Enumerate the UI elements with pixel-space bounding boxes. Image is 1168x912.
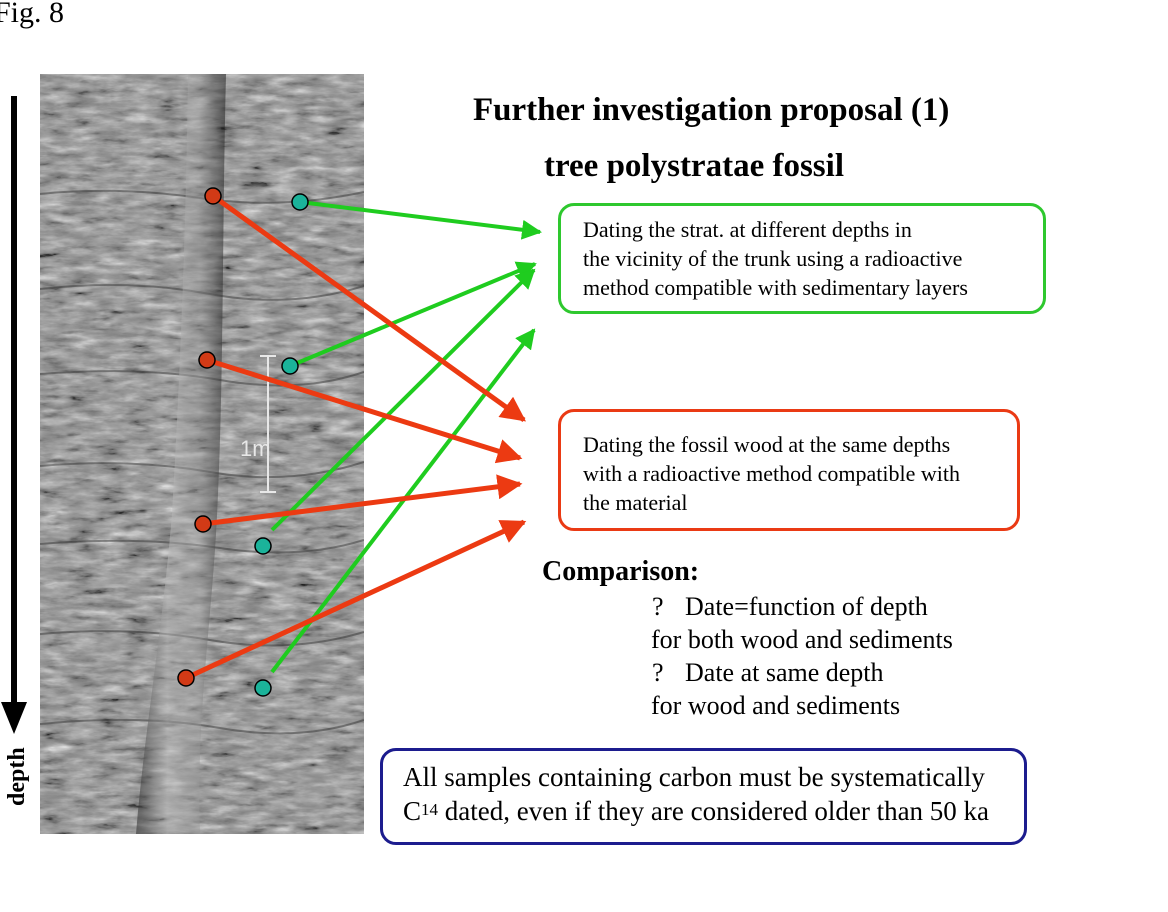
comparison-heading: Comparison: (542, 556, 700, 587)
figure-label: Fig. 8 (0, 0, 65, 29)
isotope-superscript: 14 (421, 800, 439, 819)
comparison-item: for both wood and sediments (651, 625, 953, 655)
strata-dating-line: the vicinity of the trunk using a radioa… (583, 246, 963, 271)
comparison-text: Date=function of depth (685, 592, 928, 621)
question-bullet: ? (652, 592, 664, 621)
carbon-note-line-2: C14 dated, even if they are considered o… (403, 794, 1024, 828)
wood-dating-line: Dating the fossil wood at the same depth… (583, 432, 951, 457)
comparison-text: for both wood and sediments (651, 625, 953, 654)
scale-bar-label: 1m (240, 436, 271, 461)
depth-arrow-icon (1, 96, 27, 734)
question-bullet: ? (652, 658, 664, 687)
comparison-item: ? Date=function of depth (652, 592, 928, 622)
depth-axis-label: depth (4, 747, 30, 806)
strata-dating-line: method compatible with sedimentary layer… (583, 275, 968, 300)
wood-dating-line: the material (583, 490, 688, 515)
strata-dating-line: Dating the strat. at different depths in (583, 217, 912, 242)
comparison-item: for wood and sediments (651, 691, 900, 721)
wood-dating-line: with a radioactive method compatible wit… (583, 461, 960, 486)
comparison-item: ? Date at same depth (652, 658, 884, 688)
comparison-text: Date at same depth (685, 658, 884, 687)
carbon-dating-note-box: All samples containing carbon must be sy… (380, 748, 1027, 845)
page-title: Further investigation proposal (1) (473, 92, 950, 128)
wood-dating-box: Dating the fossil wood at the same depth… (558, 409, 1020, 531)
page-subtitle: tree polystratae fossil (544, 148, 844, 184)
strata-dating-box: Dating the strat. at different depths in… (558, 203, 1046, 314)
fossil-tree-photo: 1m (40, 74, 364, 834)
carbon-note-text: dated, even if they are considered older… (438, 796, 990, 826)
carbon-symbol: C (403, 796, 422, 826)
carbon-note-line-1: All samples containing carbon must be sy… (403, 762, 985, 792)
comparison-text: for wood and sediments (651, 691, 901, 720)
